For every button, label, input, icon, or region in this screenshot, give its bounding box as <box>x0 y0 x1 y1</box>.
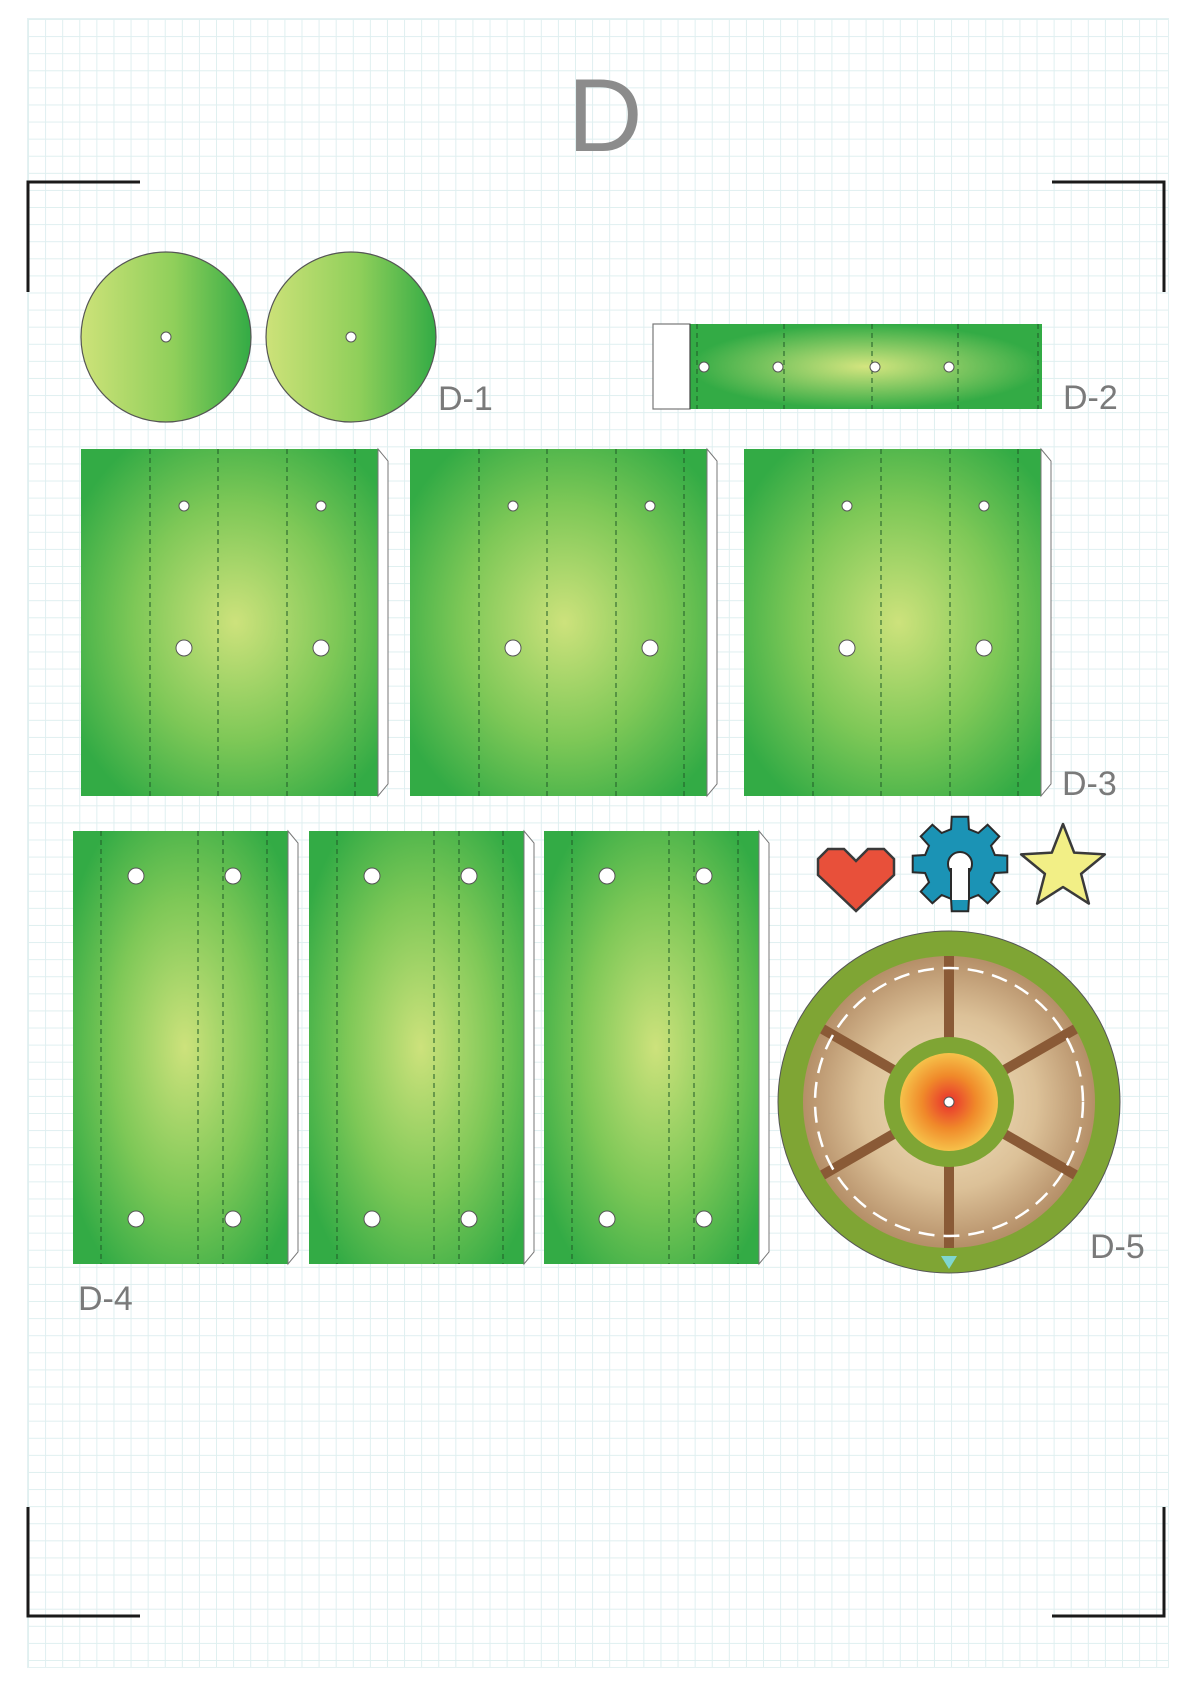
d4-panel-1-face <box>73 831 288 1264</box>
d5-cut-line <box>813 966 1085 1238</box>
sheet-title: D <box>567 58 643 174</box>
label-d4: D-4 <box>78 1280 133 1318</box>
crop-mark-top-left <box>26 180 140 292</box>
d3-panel-2-glue-tab <box>706 447 718 798</box>
d4-panel-3-glue-tab <box>758 829 770 1266</box>
crop-marks <box>26 180 1166 1618</box>
d3-panel-1-hole <box>312 639 330 657</box>
d3-panel-1-hole <box>315 500 327 512</box>
d4-panel-1-hole <box>224 867 242 885</box>
part-d4 <box>73 829 770 1266</box>
part-d5 <box>777 930 1121 1274</box>
d2-band <box>690 324 1042 409</box>
part-d1 <box>80 251 437 423</box>
d3-panel-2-hole <box>504 639 522 657</box>
d3-panel-1-face <box>81 449 378 796</box>
d3-panel-3-hole <box>841 500 853 512</box>
d4-panel-2-hole <box>363 1210 381 1228</box>
d3-panel-3-glue-tab <box>1040 447 1052 798</box>
crop-mark-bottom-left <box>26 1507 140 1618</box>
part-d2 <box>652 323 1042 410</box>
d3-panel-1-fold-lines <box>149 449 356 796</box>
gear-icon <box>911 815 1009 913</box>
d2-holes <box>698 361 955 373</box>
d4-panel-1-fold-lines <box>100 831 268 1264</box>
d4-panel-3-fold-lines <box>571 831 739 1264</box>
d5-pointer-marker <box>941 1256 957 1269</box>
d3-panel-3-face <box>744 449 1041 796</box>
d3-panel-1-glue-tab <box>377 447 389 798</box>
d4-panel-2-hole <box>363 867 381 885</box>
d3-panel-2 <box>410 447 718 798</box>
d3-panel-2-hole <box>641 639 659 657</box>
d4-panel-1-hole <box>224 1210 242 1228</box>
label-d1: D-1 <box>438 380 493 418</box>
d4-panel-2 <box>309 829 535 1266</box>
d5-spokes <box>820 956 1078 1248</box>
label-d2: D-2 <box>1063 379 1118 417</box>
d4-panel-3-face <box>544 831 759 1264</box>
d3-panel-1-hole <box>178 500 190 512</box>
d4-panel-3-hole <box>598 867 616 885</box>
label-d5: D-5 <box>1090 1228 1145 1266</box>
wheel-spoke <box>998 1024 1078 1077</box>
wheel-spoke <box>820 1024 900 1077</box>
d4-panel-1-hole <box>127 867 145 885</box>
d4-panel-1 <box>73 829 299 1266</box>
d4-panel-1-glue-tab <box>287 829 299 1266</box>
wheel-spoke <box>820 1127 900 1180</box>
crop-mark-bottom-right <box>1052 1507 1166 1618</box>
d4-panel-2-face <box>309 831 524 1264</box>
d4-panel-1-hole <box>127 1210 145 1228</box>
d3-panel-3-hole <box>838 639 856 657</box>
d3-panel-2-face <box>410 449 707 796</box>
d3-panel-3-hole <box>978 500 990 512</box>
part-d3 <box>81 447 1052 798</box>
d4-panel-3-hole <box>695 1210 713 1228</box>
crop-mark-top-right <box>1052 180 1166 292</box>
d1-hole-left <box>160 331 172 343</box>
d3-panel-3-fold-lines <box>812 449 1019 796</box>
star-icon <box>1019 822 1107 905</box>
d3-panel-1 <box>81 447 389 798</box>
d4-panel-2-hole <box>460 1210 478 1228</box>
d4-panel-2-hole <box>460 867 478 885</box>
d3-panel-3-hole <box>975 639 993 657</box>
d3-panel-2-fold-lines <box>478 449 685 796</box>
d4-panel-2-fold-lines <box>336 831 504 1264</box>
heart-icon <box>816 847 896 913</box>
d4-panel-2-glue-tab <box>523 829 535 1266</box>
d3-panel-2-hole <box>644 500 656 512</box>
wheel-spoke <box>998 1127 1078 1180</box>
d4-panel-3 <box>544 829 770 1266</box>
d3-panel-3 <box>744 447 1052 798</box>
label-d3: D-3 <box>1062 765 1117 803</box>
d2-glue-tab <box>652 323 691 410</box>
d3-panel-1-hole <box>175 639 193 657</box>
d1-hole-right <box>345 331 357 343</box>
d5-hub-hole <box>943 1096 955 1108</box>
d3-panel-2-hole <box>507 500 519 512</box>
d4-panel-3-hole <box>598 1210 616 1228</box>
d4-panel-3-hole <box>695 867 713 885</box>
